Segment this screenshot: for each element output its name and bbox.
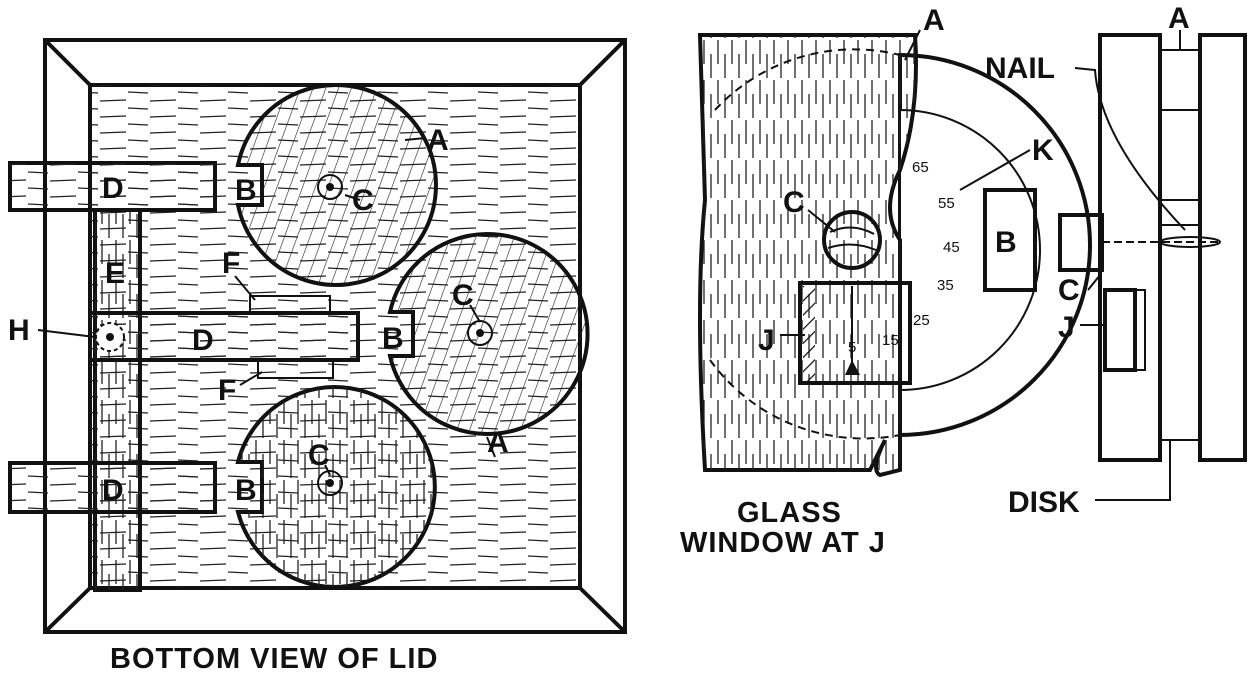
knob-c	[822, 210, 882, 270]
disk-a-bottom	[235, 385, 437, 589]
dial-numbers: 65 55 45 35 25 15 5	[848, 159, 960, 356]
dial-num-65: 65	[912, 159, 929, 176]
section-view: A NAIL C J DISK	[985, 2, 1247, 519]
label-h: H	[8, 314, 30, 347]
label-d-bottom: D	[102, 474, 124, 507]
label-d-top: D	[102, 172, 124, 205]
label-b-bottom: B	[235, 474, 257, 507]
bottom-view: A A B B B C C C D D D E F F H BOTTOM VIE…	[8, 38, 627, 675]
label-j: J	[1058, 311, 1075, 344]
disk-a-top	[235, 83, 438, 287]
label-j: J	[758, 324, 775, 357]
label-e: E	[105, 257, 125, 290]
label-k: K	[1032, 134, 1054, 167]
dial-notch-b	[983, 188, 1037, 292]
caption-glass: GLASS	[737, 497, 842, 529]
label-d-middle: D	[192, 324, 214, 357]
dial-num-15: 15	[882, 332, 899, 349]
section-knob-c	[1058, 213, 1104, 272]
dial-scale	[899, 108, 1041, 392]
label-b-middle: B	[382, 322, 404, 355]
label-nail: NAIL	[985, 52, 1055, 85]
dial-view: 65 55 45 35 25 15 5 A K B C J GLASS WIND…	[680, 4, 1092, 559]
label-f-top: F	[222, 247, 240, 280]
section-wood-left	[1098, 33, 1162, 462]
dial-num-25: 25	[913, 312, 930, 329]
label-disk: DISK	[1008, 486, 1080, 519]
label-a-bottom: A	[487, 426, 509, 459]
lid-frame	[43, 38, 627, 634]
label-b: B	[995, 226, 1017, 259]
label-b-top: B	[235, 174, 257, 207]
label-c-bottom: C	[308, 439, 330, 472]
dial-num-55: 55	[938, 195, 955, 212]
label-a-top: A	[427, 124, 449, 157]
caption-bottom-view: BOTTOM VIEW OF LID	[110, 643, 438, 675]
glass-window-j	[798, 281, 912, 385]
label-c: C	[1058, 274, 1080, 307]
dial-num-35: 35	[937, 277, 954, 294]
section-wood-right	[1198, 33, 1247, 462]
label-a: A	[1168, 2, 1190, 35]
label-c-top: C	[352, 184, 374, 217]
disk-a-middle	[387, 232, 590, 436]
section-glass-j	[1103, 288, 1137, 372]
dial-num-5: 5	[848, 339, 856, 356]
label-c: C	[783, 186, 805, 219]
label-f-bottom: F	[218, 374, 236, 407]
label-a: A	[923, 4, 945, 37]
label-c-middle: C	[452, 279, 474, 312]
dial-disk	[898, 52, 1092, 438]
dial-num-45: 45	[943, 239, 960, 256]
caption-window-at-j: WINDOW AT J	[680, 527, 886, 559]
